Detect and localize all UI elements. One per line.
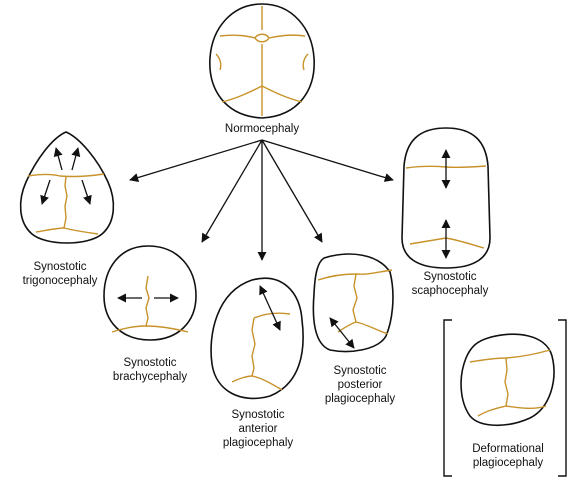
scaphocephaly-skull: [401, 127, 491, 269]
label-normocephaly: Normocephaly: [224, 123, 300, 135]
brachycephaly-skull: [103, 245, 197, 341]
normocephaly-coronal-suture: [219, 34, 306, 39]
deformational-bracket: [443, 319, 567, 477]
arrow-to-posterior-plagiocephaly: [261, 139, 323, 243]
normocephaly-lambdoid-suture: [221, 85, 303, 116]
normocephaly-anterior-fontanelle: [254, 33, 270, 43]
label-trigonocephaly: Synostotic trigonocephaly: [22, 261, 98, 287]
posterior-plagiocephaly-skull: [312, 253, 394, 353]
label-deformational-plagiocephaly: Deformational plagiocephaly: [472, 443, 544, 469]
label-brachycephaly: Synostotic brachycephaly: [112, 357, 188, 383]
arrow-to-trigonocephaly: [129, 139, 263, 182]
radiating-arrows: [129, 139, 394, 261]
arrow-to-scaphocephaly: [261, 139, 394, 182]
normocephaly-skull: [209, 3, 315, 119]
label-scaphocephaly: Synostotic scaphocephaly: [411, 271, 489, 297]
arrow-to-brachycephaly: [201, 139, 263, 243]
anterior-plagiocephaly-skull: [210, 277, 304, 400]
label-anterior-plagiocephaly: Synostotic anterior plagiocephaly: [222, 409, 294, 449]
deformational-plagiocephaly-skull: [460, 333, 555, 427]
trigonocephaly-skull: [19, 131, 115, 244]
label-posterior-plagiocephaly: Synostotic posterior plagiocephaly: [324, 365, 396, 405]
